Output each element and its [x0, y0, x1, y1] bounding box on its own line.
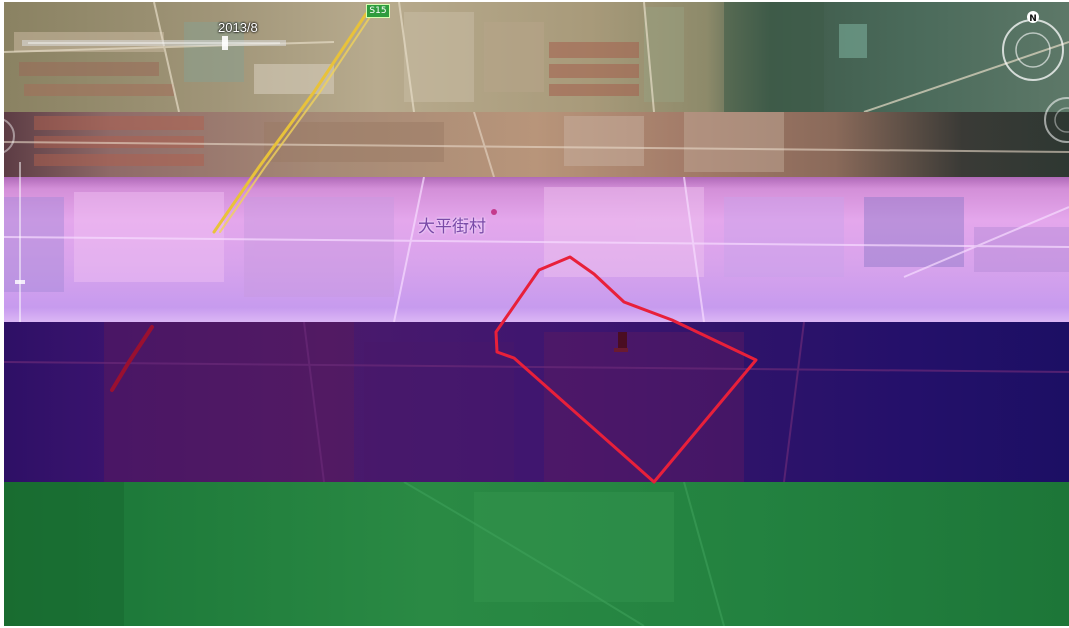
aerial-band-natural: [4, 2, 1069, 112]
aerial-band-green: [4, 482, 1069, 626]
aerial-fields-warm: [4, 112, 1069, 177]
compass-icon[interactable]: N: [999, 10, 1067, 82]
aerial-fields-pink: [4, 177, 1069, 322]
aerial-band-pink: [4, 177, 1069, 322]
road-shield-badge: S15: [366, 4, 390, 18]
aerial-fields-purple: [4, 322, 1069, 482]
aerial-band-purple: [4, 322, 1069, 482]
move-joystick-icon[interactable]: [4, 114, 18, 158]
zoom-handle[interactable]: [15, 280, 25, 284]
place-name-label[interactable]: 大平街村: [418, 217, 486, 237]
look-joystick-icon[interactable]: [1041, 94, 1069, 146]
timeline-handle[interactable]: [222, 36, 228, 50]
aerial-band-warm: [4, 112, 1069, 177]
satellite-map[interactable]: 2013/8 S15 大平街村 N: [4, 2, 1069, 626]
place-marker-dot[interactable]: [491, 209, 497, 215]
compass-north-letter: N: [1029, 14, 1037, 24]
zoom-slider[interactable]: [14, 162, 26, 322]
imagery-date-label: 2013/8: [218, 20, 258, 35]
aerial-fields-natural: [4, 2, 1069, 112]
timeline-slider[interactable]: [22, 36, 286, 50]
aerial-fields-green: [4, 482, 725, 626]
